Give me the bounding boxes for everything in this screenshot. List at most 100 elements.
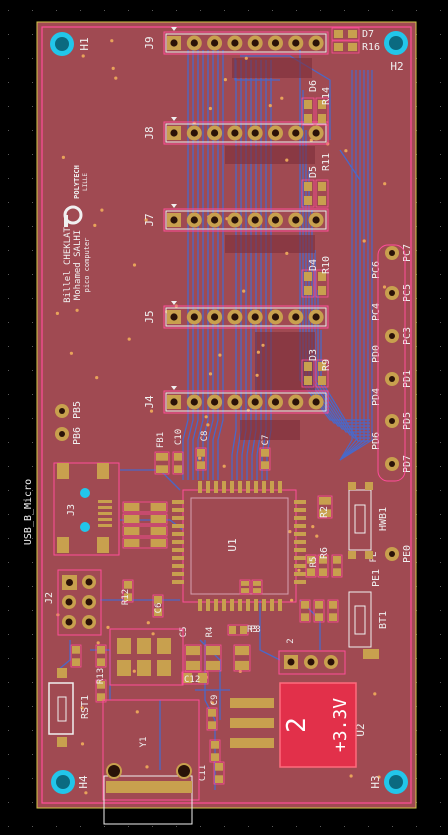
- pb-test-pads: PB5 PB6: [55, 401, 83, 445]
- test-point-label: PD0: [371, 345, 382, 363]
- header-ref-j8: J8: [143, 126, 156, 139]
- test-point-pd7: PD7: [385, 455, 413, 473]
- regulator-voltage: +3.3V: [330, 698, 351, 752]
- author-line-3: pico computer: [83, 238, 91, 293]
- ref-r5: R5: [309, 557, 319, 568]
- ref-d3: D3: [308, 349, 319, 361]
- header-ref-j5: J5: [143, 310, 156, 323]
- test-point-pd5: PD5: [385, 412, 413, 430]
- mounting-hole-label: H3: [369, 775, 382, 788]
- usb-connector-label: USB_B_Micro: [23, 479, 34, 545]
- mounting-hole-label: H4: [77, 775, 90, 789]
- pin-header-j7: [163, 204, 329, 232]
- ref-r11: R11: [321, 153, 332, 171]
- header-ref-j7: J7: [143, 213, 156, 226]
- test-point-label: PD7: [402, 455, 413, 473]
- author-line-2: Mohamed SALHI: [73, 230, 83, 300]
- test-point-label: PC6: [371, 261, 382, 279]
- bt-switch: [348, 591, 379, 659]
- crystal-y1: [109, 628, 184, 686]
- ref-r16: R16: [362, 42, 380, 53]
- ref-r2: R2: [319, 506, 330, 518]
- test-point-pc4: PC4: [371, 303, 382, 321]
- ref-c12: C12: [184, 675, 200, 685]
- pin-header-j9: [163, 27, 329, 55]
- ref-c11: C11: [198, 765, 208, 781]
- ref-r12: R12: [121, 589, 131, 605]
- ref-j2: J2: [44, 592, 55, 604]
- ref-fb1: FB1: [156, 432, 166, 448]
- test-point-pc6: PC6: [371, 261, 382, 279]
- test-point-pc3: PC3: [385, 327, 413, 345]
- ref-r6: R6: [319, 547, 330, 559]
- pad-label-pb6: PB6: [72, 427, 83, 445]
- ref-c7: C7: [261, 435, 271, 446]
- ref-pin2: 2: [286, 638, 296, 643]
- logo-text-line2: LILLE: [82, 173, 89, 191]
- mounting-hole-h4: H4: [51, 770, 90, 794]
- test-point-pe0: PE0: [385, 545, 413, 563]
- mcu-u1: U1: [172, 481, 306, 611]
- pin-header-j8: [163, 117, 329, 145]
- test-point-pc7: PC7: [385, 244, 413, 262]
- ref-r9: R9: [321, 359, 332, 371]
- test-point-label: PC5: [402, 284, 413, 302]
- test-point-pc5: PC5: [385, 284, 413, 302]
- pin-header-j5: [163, 301, 329, 329]
- author-line-1: Billel CHEKLAT: [63, 226, 73, 302]
- ref-c6: C6: [154, 603, 164, 614]
- regulator-pin-number: 2: [282, 717, 312, 733]
- mounting-hole-h1: H1: [50, 32, 91, 56]
- reset-button-rst1: [48, 668, 74, 747]
- polytech-logo: POLYTECH LILLE: [63, 165, 89, 227]
- ref-c10: C10: [174, 429, 184, 445]
- copper-zone-outline: [41, 26, 412, 804]
- pin-header-j4: [163, 386, 329, 414]
- power-select-header: [278, 650, 346, 675]
- mounting-hole-label: H1: [78, 37, 91, 50]
- ref-r14: R14: [321, 87, 332, 105]
- ref-d7: D7: [362, 29, 374, 40]
- test-point-label: PC4: [371, 303, 382, 321]
- test-point-pe1: PE1: [371, 569, 382, 587]
- pad-label-pb5: PB5: [72, 401, 83, 419]
- ref-r4: R4: [205, 627, 215, 638]
- ref-d5: D5: [308, 166, 319, 178]
- ref-u1: U1: [226, 538, 239, 551]
- bottom-connector-outline: [102, 699, 200, 825]
- isp-header-j2: [57, 569, 102, 636]
- test-point-pd0: PD0: [371, 345, 382, 363]
- ref-u2: U2: [354, 723, 367, 736]
- regulator-u2: 2 +3.3V: [230, 682, 357, 768]
- test-point-pd1: PD1: [385, 370, 413, 388]
- ref-y1: Y1: [139, 737, 149, 748]
- ref-c9: C9: [210, 695, 220, 706]
- mounting-hole-h3: H3: [369, 770, 408, 794]
- test-point-label: PE1: [371, 569, 382, 587]
- ref-p3: P3: [250, 625, 261, 635]
- usb-connector: J3: [53, 462, 120, 556]
- ref-r3: R3: [247, 625, 258, 635]
- ref-r13: R13: [96, 668, 106, 684]
- test-point-label: PD1: [402, 370, 413, 388]
- ref-d6: D6: [308, 80, 319, 92]
- ref-r10: R10: [321, 256, 332, 274]
- test-point-label: PC3: [402, 327, 413, 345]
- ref-rst1: RST1: [80, 695, 91, 719]
- test-point-label: PD5: [402, 412, 413, 430]
- mounting-hole-h2: H2: [384, 31, 408, 73]
- ref-bt1: BT1: [378, 611, 389, 629]
- mounting-hole-label: H2: [390, 60, 403, 73]
- header-ref-j4: J4: [143, 395, 156, 409]
- test-point-pd6: PD6: [371, 432, 382, 450]
- board-edge-cut: [36, 21, 417, 809]
- test-point-label: PC7: [402, 244, 413, 262]
- author-credit: Billel CHEKLAT Mohamed SALHI pico comput…: [63, 226, 91, 302]
- ref-hwb1: HWB1: [378, 507, 389, 531]
- test-point-pd4: PD4: [371, 388, 382, 406]
- logo-text-line1: POLYTECH: [73, 165, 81, 199]
- passive-components: [70, 447, 343, 785]
- test-point-label: PD4: [371, 388, 382, 406]
- ref-j3: J3: [66, 504, 77, 516]
